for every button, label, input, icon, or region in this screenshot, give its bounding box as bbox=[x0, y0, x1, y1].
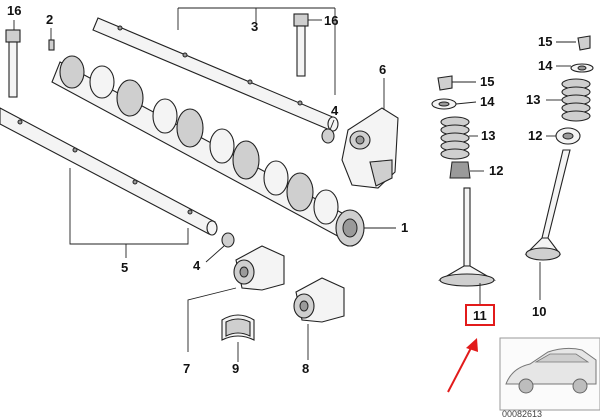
bolt-right bbox=[293, 13, 309, 77]
label-part-13-right: 13 bbox=[526, 92, 540, 107]
valve-assembly-middle bbox=[431, 75, 497, 287]
label-part-15-right: 15 bbox=[538, 34, 552, 49]
label-part-8: 8 bbox=[302, 361, 309, 376]
label-part-2: 2 bbox=[46, 12, 53, 27]
label-part-16-right: 16 bbox=[324, 13, 338, 28]
rocker-arm-8 bbox=[293, 277, 345, 323]
camshaft-assembly bbox=[0, 17, 365, 248]
highlight-box bbox=[465, 304, 495, 326]
valve-spring-right bbox=[561, 78, 591, 122]
camshaft bbox=[51, 55, 365, 247]
label-part-10: 10 bbox=[532, 304, 546, 319]
car-silhouette-icon bbox=[505, 347, 597, 394]
valve-10 bbox=[524, 149, 571, 261]
label-part-9: 9 bbox=[232, 361, 239, 376]
upper-rocker-shaft bbox=[92, 17, 339, 132]
label-part-14-right: 14 bbox=[538, 58, 553, 73]
label-part-11: 11 bbox=[473, 308, 487, 323]
label-part-12-middle: 12 bbox=[489, 163, 503, 178]
rocker-arm-upper bbox=[341, 107, 399, 189]
label-part-14-middle: 14 bbox=[480, 94, 495, 109]
label-part-5: 5 bbox=[121, 260, 128, 275]
end-cap-lower bbox=[221, 232, 235, 248]
end-cap-upper bbox=[321, 128, 335, 144]
label-part-15-middle: 15 bbox=[480, 74, 494, 89]
label-part-12-right: 12 bbox=[528, 128, 542, 143]
label-part-16-left: 16 bbox=[7, 3, 21, 18]
label-part-1: 1 bbox=[401, 220, 408, 235]
car-thumbnail: 00082613 bbox=[499, 337, 600, 419]
label-part-7: 7 bbox=[183, 361, 190, 376]
dowel-pin bbox=[48, 39, 55, 51]
diagram-number: 00082613 bbox=[502, 409, 542, 419]
callout-lines bbox=[13, 7, 576, 362]
valve-11 bbox=[437, 187, 497, 287]
label-part-4-upper: 4 bbox=[331, 103, 339, 118]
valve-spring-middle bbox=[440, 116, 470, 160]
red-arrow-icon bbox=[447, 338, 478, 393]
label-part-6: 6 bbox=[379, 62, 386, 77]
bearing-shell bbox=[221, 314, 255, 341]
rocker-arm-7 bbox=[233, 245, 285, 291]
label-part-3: 3 bbox=[251, 19, 258, 34]
part-labels: 16 2 3 16 6 4 1 5 4 7 9 8 15 14 13 12 15… bbox=[7, 3, 553, 376]
valve-assembly-right bbox=[524, 35, 594, 261]
label-part-13-middle: 13 bbox=[481, 128, 495, 143]
label-part-4-lower: 4 bbox=[193, 258, 201, 273]
lower-rocker-shaft bbox=[0, 107, 218, 236]
bolt-left bbox=[5, 29, 21, 98]
highlighted-part-11[interactable]: 11 bbox=[465, 304, 495, 326]
